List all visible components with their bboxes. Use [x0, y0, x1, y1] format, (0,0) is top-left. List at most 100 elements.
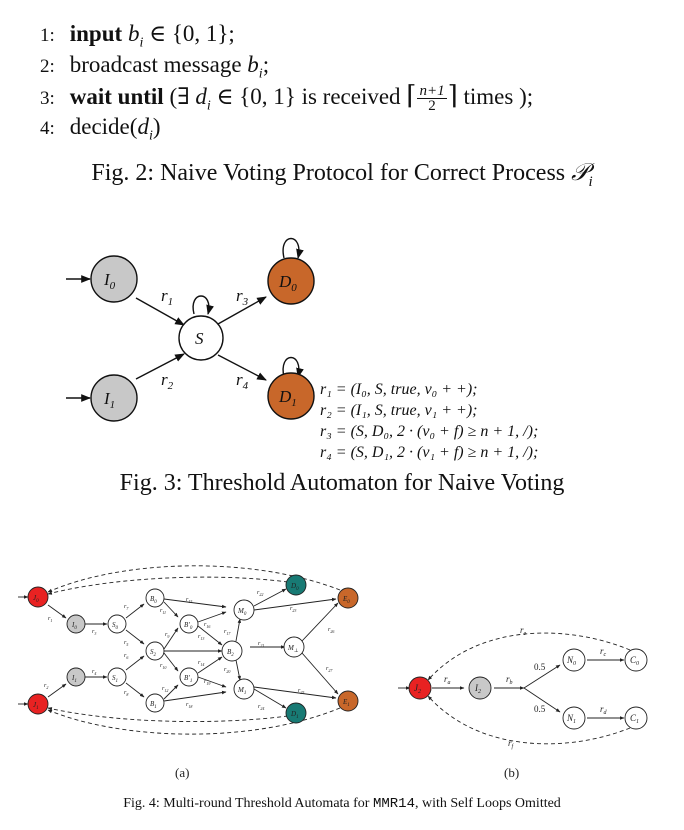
svg-text:r3: r3: [236, 286, 249, 308]
state-S0: [107, 614, 127, 634]
state-E1: [337, 690, 359, 712]
algorithm-line-2: 2: broadcast message bi;: [40, 52, 270, 82]
svg-text:rb: rb: [506, 674, 513, 686]
svg-text:B′0: B′0: [184, 621, 193, 631]
svg-text:D0: D0: [290, 582, 299, 592]
svg-text:r5: r5: [124, 640, 128, 647]
state-S1: [107, 667, 127, 687]
state-D1: [267, 372, 315, 420]
svg-text:r8: r8: [124, 690, 128, 697]
state-C1: [624, 706, 648, 730]
svg-text:I0: I0: [71, 621, 77, 631]
state-B2: [221, 640, 243, 662]
figure-4b-diagram: J2 I2 N0 N1 C0 C1 ra rb rc rd re rf 0.5 …: [398, 625, 648, 750]
svg-text:rc: rc: [600, 646, 607, 658]
svg-text:r1: r1: [48, 616, 52, 623]
svg-text:S0: S0: [112, 621, 119, 631]
svg-text:r10: r10: [160, 663, 166, 670]
svg-text:r22: r22: [257, 590, 263, 597]
svg-text:J0: J0: [33, 594, 39, 604]
svg-text:B1: B1: [150, 700, 157, 710]
svg-text:ra: ra: [444, 674, 451, 686]
svg-text:M1: M1: [237, 686, 246, 696]
svg-text:r13: r13: [198, 634, 204, 641]
state-N0: [562, 648, 586, 672]
svg-text:r16: r16: [204, 622, 210, 629]
svg-text:E0: E0: [342, 595, 350, 605]
figure-4-caption: Fig. 4: Multi-round Threshold Automata f…: [123, 796, 561, 812]
algorithm: 1: input bi ∈ {0, 1}; 2: broadcast messa…: [40, 18, 534, 144]
subfigure-b-label: (b): [504, 765, 519, 780]
state-D1-4a: [285, 702, 307, 724]
state-B1p: [179, 667, 199, 687]
svg-text:r24: r24: [258, 704, 264, 711]
svg-text:r2: r2: [44, 683, 48, 690]
svg-text:N0: N0: [566, 655, 576, 667]
svg-text:S: S: [195, 329, 204, 348]
rule-r4: r₄ = (S, D₁, 2 · (v₁ + f) ≥ n + 1, /);: [320, 444, 538, 461]
svg-text:J2: J2: [414, 683, 421, 695]
svg-text:r12: r12: [162, 686, 168, 693]
svg-text:S1: S1: [112, 674, 118, 684]
svg-text:r18: r18: [186, 702, 192, 709]
state-I2: [468, 676, 492, 700]
svg-text:r9: r9: [165, 632, 169, 639]
algorithm-line-1: 1: input bi ∈ {0, 1};: [40, 21, 235, 51]
svg-text:rd: rd: [600, 704, 608, 716]
svg-text:I2: I2: [474, 683, 481, 695]
state-J0: [27, 586, 49, 608]
svg-text:r19: r19: [204, 679, 210, 686]
svg-text:M⊥: M⊥: [287, 644, 299, 654]
svg-text:C1: C1: [630, 713, 639, 725]
svg-text:C0: C0: [630, 655, 639, 667]
rule-r2: r₂ = (I₁, S, true, v₁ + +);: [320, 402, 478, 419]
svg-text:r3: r3: [92, 629, 96, 636]
state-M1: [233, 678, 255, 700]
state-N1: [562, 706, 586, 730]
rule-r1: r₁ = (I₀, S, true, v₀ + +);: [320, 381, 478, 398]
figure-3-caption: Fig. 3: Threshold Automaton for Naive Vo…: [119, 470, 565, 496]
state-B1: [145, 693, 165, 713]
svg-text:r6: r6: [124, 653, 128, 660]
algorithm-line-4: 4: decide(di): [40, 114, 161, 144]
state-M0: [233, 599, 255, 621]
svg-text:M0: M0: [237, 607, 247, 617]
svg-text:B0: B0: [150, 595, 157, 605]
algorithm-line-3: 3: wait until (∃ di ∈ {0, 1} is received…: [40, 81, 534, 115]
svg-text:r11: r11: [160, 608, 166, 615]
subfigure-a-label: (a): [175, 765, 189, 780]
svg-text:I1: I1: [71, 674, 77, 684]
state-I1-4a: [66, 667, 86, 687]
svg-text:re: re: [520, 625, 527, 637]
rule-r3: r₃ = (S, D₀, 2 · (v₀ + f) ≥ n + 1, /);: [320, 423, 538, 440]
state-I0: [90, 255, 138, 303]
state-I0-4a: [66, 614, 86, 634]
svg-text:r14: r14: [198, 660, 204, 667]
svg-text:r26: r26: [328, 627, 334, 634]
state-D0-4a: [285, 574, 307, 596]
state-E0: [337, 587, 359, 609]
svg-text:rf: rf: [508, 738, 515, 750]
svg-text:r2: r2: [161, 370, 174, 392]
figure-4a-diagram: J0 J1 I0 I1 S0 S1 B0 S2 B1 B′0 B′1 B2 M0…: [18, 565, 359, 735]
svg-text:r17: r17: [224, 629, 231, 636]
state-S2: [145, 641, 165, 661]
svg-text:N1: N1: [566, 713, 576, 725]
probability-top: 0.5: [534, 662, 546, 672]
figure-2-caption: Fig. 2: Naive Voting Protocol for Correc…: [91, 160, 593, 190]
state-B0p: [179, 614, 199, 634]
svg-text:r15: r15: [186, 597, 192, 604]
svg-text:r4: r4: [236, 370, 249, 392]
svg-text:r25: r25: [298, 688, 304, 695]
state-S: [178, 315, 224, 361]
svg-text:D1: D1: [290, 710, 299, 720]
state-B0: [145, 588, 165, 608]
svg-text:r1: r1: [161, 286, 173, 308]
state-C0: [624, 648, 648, 672]
svg-text:B′1: B′1: [184, 674, 192, 684]
svg-text:J1: J1: [33, 701, 39, 711]
svg-text:r21: r21: [258, 641, 264, 648]
svg-text:r27: r27: [326, 666, 333, 673]
